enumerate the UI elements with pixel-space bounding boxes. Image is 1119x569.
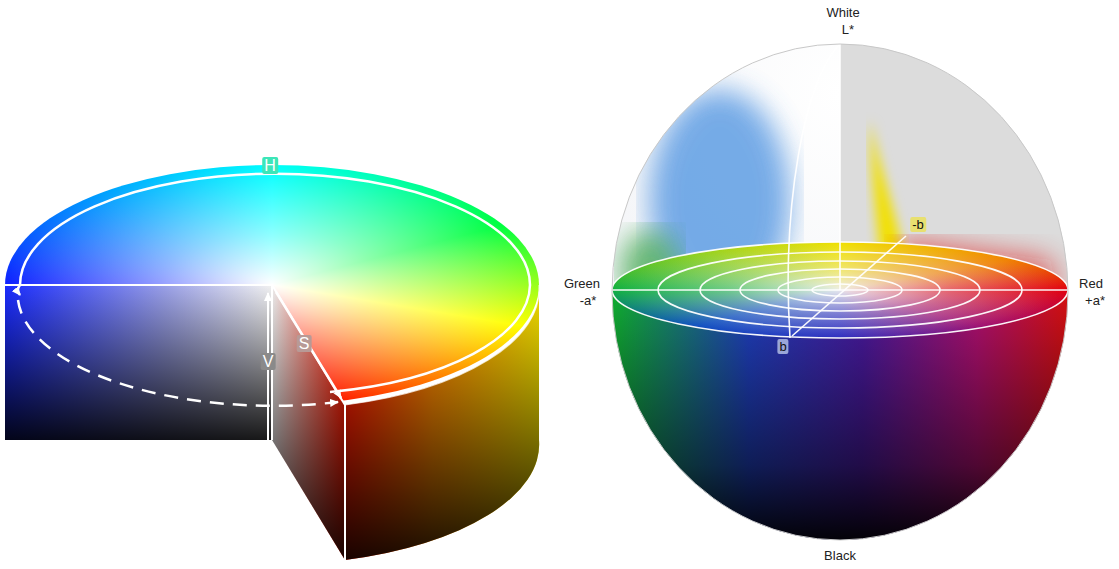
axis-label: b — [777, 339, 788, 354]
label-anchor: White — [824, 3, 861, 21]
label-anchor: -b — [910, 215, 926, 233]
label-anchor: +a* — [1083, 291, 1107, 309]
hue-axis-label: H — [262, 157, 278, 174]
axis-label: -a* — [578, 293, 599, 308]
axis-label: L* — [840, 22, 856, 37]
value-axis-label: V — [261, 353, 276, 370]
label-anchor: S — [297, 335, 312, 353]
pole-label: White — [824, 5, 861, 20]
label-anchor: Black — [822, 546, 858, 564]
axis-label: -b — [910, 217, 926, 232]
label-anchor: H — [262, 157, 278, 175]
axis-label: +a* — [1083, 293, 1107, 308]
label-anchor: -a* — [578, 291, 599, 309]
label-anchor: b — [777, 337, 788, 355]
axis-end-label: Green — [562, 276, 602, 291]
saturation-axis-label: S — [297, 335, 312, 352]
axis-end-label: Red — [1077, 276, 1105, 291]
label-anchor: V — [261, 353, 276, 371]
pole-label: Black — [822, 548, 858, 563]
label-anchor: Green — [562, 274, 602, 292]
label-anchor: Red — [1077, 274, 1105, 292]
label-anchor: L* — [840, 20, 856, 38]
